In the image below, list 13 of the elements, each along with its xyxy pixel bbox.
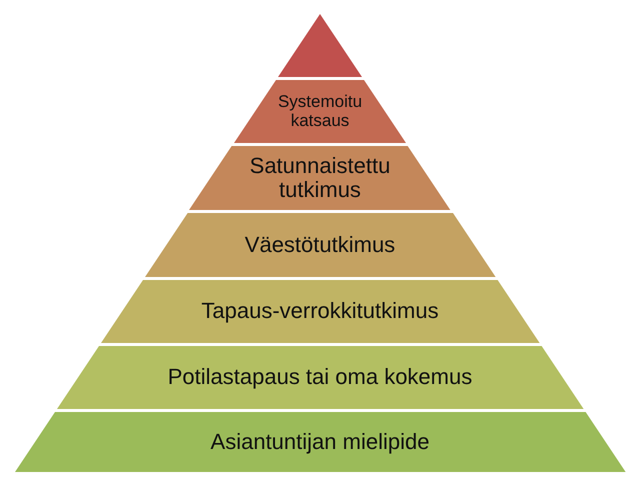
pyramid-level [56, 346, 584, 409]
pyramid-level [234, 80, 406, 143]
pyramid-level [14, 412, 626, 472]
level-label: Satunnaistettu tutkimus [248, 154, 392, 202]
level-label: Systemoitu katsaus [276, 92, 364, 130]
level-label: Väestötutkimus [244, 232, 396, 258]
apex-triangle [278, 14, 362, 77]
level-label: Potilastapaus tai oma kokemus [168, 365, 472, 390]
pyramid-level [189, 146, 451, 210]
level-label: Asiantuntijan mielipide [210, 430, 430, 454]
pyramid-level [100, 280, 540, 343]
level-label: Tapaus-verrokkitutkimus [201, 299, 439, 324]
pyramid-level [144, 213, 496, 277]
